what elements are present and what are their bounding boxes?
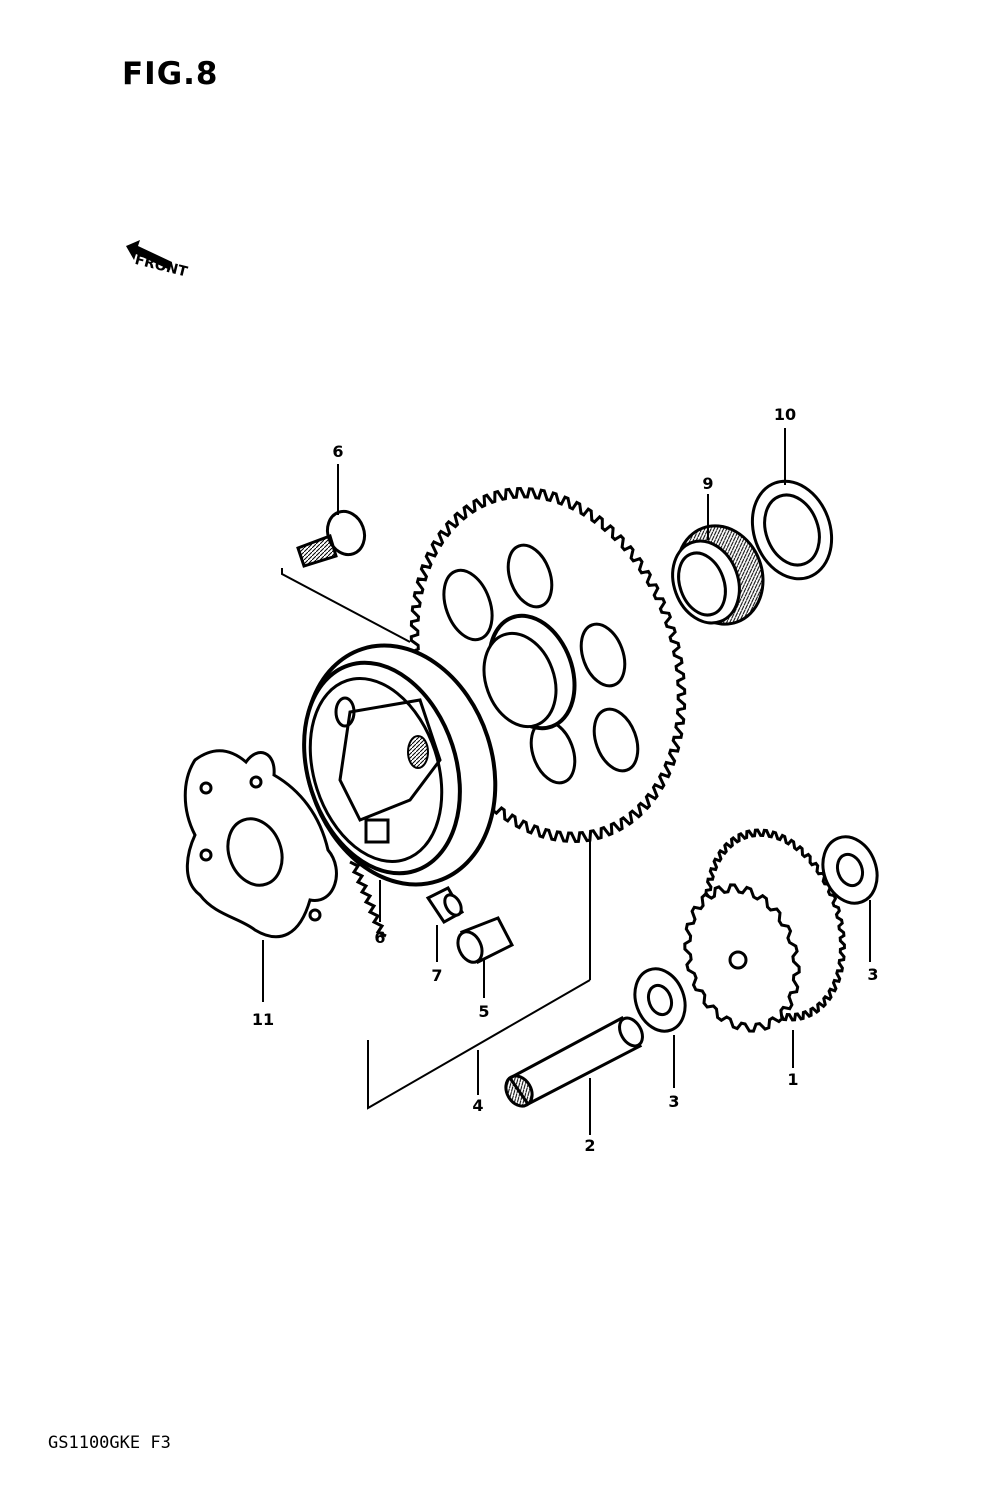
diagram-code: GS1100GKE F3: [48, 1433, 171, 1453]
callout-1: 1: [787, 1070, 799, 1089]
callout-11: 11: [251, 1010, 275, 1029]
needle-bearing: [671, 524, 765, 626]
callout-9: 9: [702, 474, 714, 493]
starter-idle-gear: [683, 828, 846, 1033]
washer-right: [821, 835, 879, 905]
clutch-roller: [456, 916, 515, 964]
callout-5: 5: [478, 1002, 490, 1021]
callout-4: 4: [472, 1096, 484, 1115]
idle-gear-shaft: [504, 1016, 644, 1108]
clutch-plate: [183, 749, 338, 939]
callout-8: 6: [332, 442, 344, 461]
one-way-clutch-housing: [302, 643, 498, 887]
leader-lines: [262, 428, 871, 1135]
allen-bolt: [296, 509, 367, 568]
spring-cap: [425, 886, 465, 924]
washer-left: [633, 967, 687, 1033]
callout-6: 6: [374, 928, 386, 947]
callout-2: 2: [584, 1136, 596, 1155]
figure-title: FIG.8: [122, 56, 219, 92]
callout-10: 10: [773, 405, 797, 424]
front-arrow-icon: [126, 240, 172, 270]
callout-3-right: 3: [867, 965, 879, 984]
thrust-washer: [750, 479, 834, 581]
callout-7: 7: [431, 966, 443, 985]
spring: [349, 860, 387, 938]
callout-3-left: 3: [668, 1092, 680, 1111]
